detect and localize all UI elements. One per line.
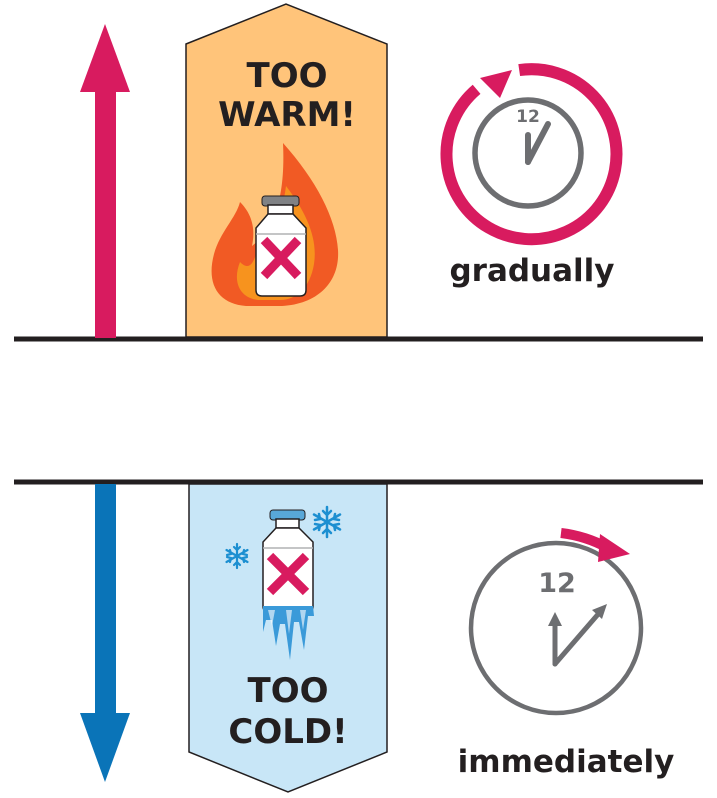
cold-title-line1: TOO: [248, 671, 329, 711]
warm-title-line2: WARM!: [218, 95, 356, 135]
x-mark-icon: [266, 552, 310, 596]
clock-icon: 12: [440, 63, 623, 246]
arrow-down-icon: [80, 484, 130, 782]
vial-icon: [255, 195, 307, 297]
arrow-up-icon: [80, 24, 130, 338]
warm-title-line1: TOO: [247, 56, 328, 96]
warm-time-label: gradually: [449, 253, 614, 289]
cold-time-label: immediately: [458, 744, 675, 780]
too-cold-panel: TOO COLD!: [188, 483, 388, 793]
snowflake-icon: [225, 542, 249, 570]
x-mark-icon: [260, 236, 302, 280]
clock-icon: 12: [468, 528, 644, 716]
warm-clock-number: 12: [516, 107, 540, 127]
icicles-icon: [263, 606, 314, 660]
vial-icon: [262, 509, 314, 660]
too-warm-panel: TOO WARM!: [185, 3, 388, 338]
cold-title-line2: COLD!: [228, 712, 347, 752]
snowflake-icon: [312, 505, 342, 539]
cold-clock-number: 12: [538, 568, 576, 599]
